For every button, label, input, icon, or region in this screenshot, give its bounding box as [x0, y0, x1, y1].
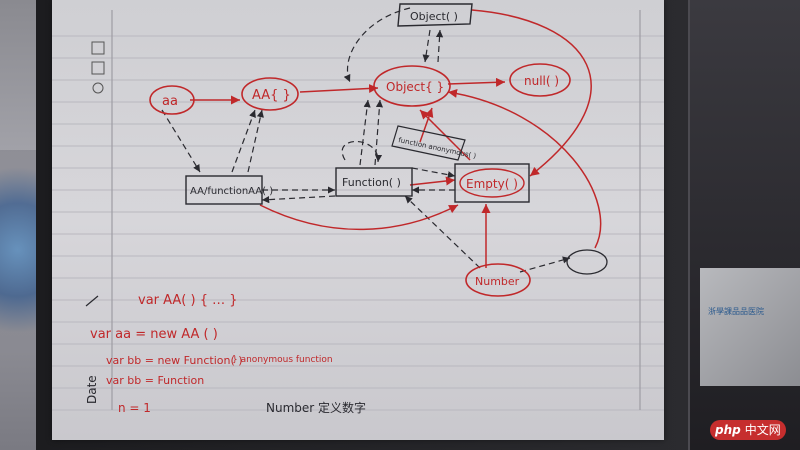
svg-text:var aa = new AA ( ): var aa = new AA ( ): [90, 327, 218, 342]
svg-text:var bb = Function: var bb = Function: [106, 374, 204, 387]
svg-text:var bb = new Function( ): var bb = new Function( ): [106, 354, 243, 367]
svg-text:var AA( ) { … }: var AA( ) { … }: [138, 293, 238, 308]
node-AA-proto: AA{ }: [241, 77, 299, 111]
watermark-brand: php: [715, 423, 741, 437]
notebook-page: [52, 0, 664, 440]
svg-text:Empty( ): Empty( ): [466, 177, 518, 191]
svg-text:Number 定义数字: Number 定义数字: [266, 400, 366, 415]
ruled-lines: [52, 35, 664, 411]
node-aa: aa: [149, 85, 195, 115]
svg-text:Date: Date: [85, 375, 99, 404]
node-AA-function: AA/functionAA( ): [185, 175, 273, 205]
node-null: null( ): [509, 63, 571, 97]
svg-text:Object{ }: Object{ }: [386, 80, 444, 94]
svg-text:Object( ): Object( ): [410, 10, 458, 23]
svg-text:aa: aa: [162, 94, 178, 109]
dashed-arrows: [161, 7, 571, 273]
svg-text:Number: Number: [475, 275, 520, 288]
node-function: Function( ): [335, 167, 413, 197]
svg-text:AA{ }: AA{ }: [252, 88, 291, 103]
svg-text:AA/functionAA( ): AA/functionAA( ): [190, 186, 273, 197]
node-object-ctor: Object( ): [397, 3, 473, 27]
watermark-text: 中文网: [744, 423, 781, 437]
node-function-anonymous: function anonymous( ): [391, 125, 477, 161]
box-text: 浙學課品品医院: [708, 307, 764, 316]
svg-text:} anonymous function: } anonymous function: [232, 355, 333, 365]
margin-icons: [91, 41, 105, 94]
box-right: [700, 268, 800, 386]
red-arrows: [190, 9, 602, 268]
svg-text:Function( ): Function( ): [342, 176, 401, 189]
margin-lines: [111, 10, 641, 410]
svg-text:n = 1: n = 1: [118, 401, 151, 415]
node-blank-oval: [566, 249, 608, 275]
notes: var AA( ) { … } var aa = new AA ( ) var …: [85, 293, 366, 415]
svg-text:null( ): null( ): [524, 74, 559, 88]
node-empty: Empty( ): [454, 163, 530, 203]
node-number: Number: [465, 263, 531, 297]
node-object-proto: Object{ }: [373, 65, 451, 107]
